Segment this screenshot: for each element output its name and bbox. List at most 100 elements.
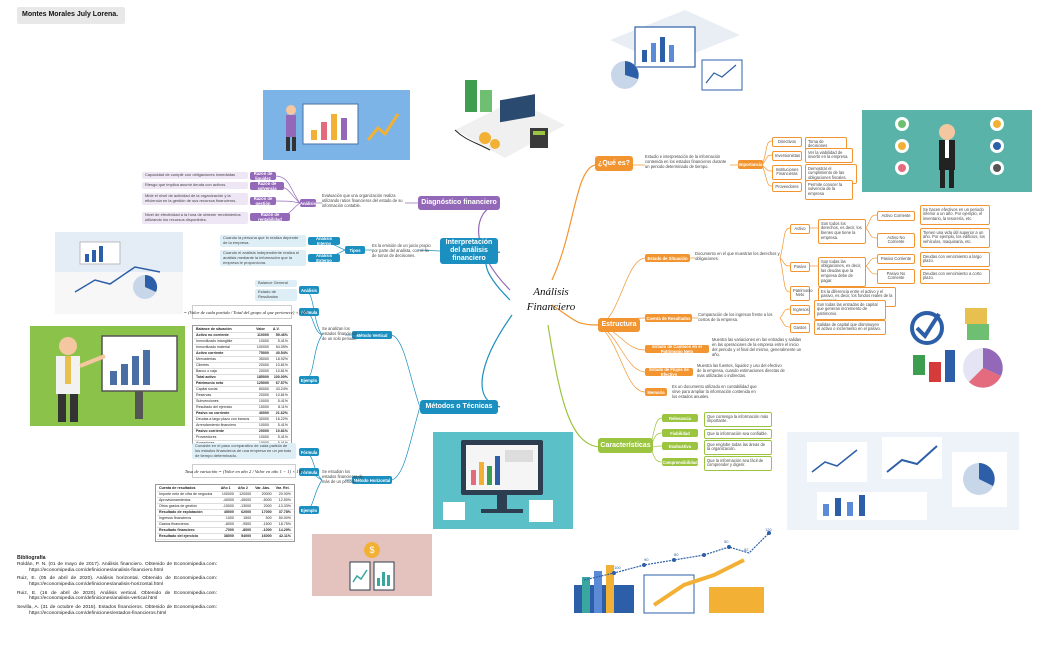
comprensibilidad-tag[interactable]: Comprensibilidad (662, 458, 698, 466)
razon-liquidez-tag[interactable]: Razón de liquidez (250, 171, 276, 181)
table-cell: 54000 (235, 533, 254, 540)
table-cell: Inmovilizado material (194, 344, 255, 351)
razon-gestion-tag[interactable]: Razón de gestión (250, 196, 276, 206)
author-label: Montes Morales July Lorena. (17, 7, 125, 24)
table-cell: Proveedores (194, 434, 255, 441)
razon-liquidez-desc: Capacidad de cumplir con obligaciones in… (142, 172, 248, 179)
metodo-horizontal-tag[interactable]: Método Horizontal (352, 476, 392, 484)
exahustiva-desc: Que englobe todas las áreas de la organi… (704, 440, 772, 455)
razon-gestion-desc: Mide el nivel de actividad de la organiz… (142, 193, 248, 205)
metodo-vertical-desc: Se analizan los estados financieros de u… (322, 326, 358, 341)
fiabilidad-tag[interactable]: Fiabilidad (662, 429, 698, 437)
importancia-tag[interactable]: Importancia (738, 160, 763, 169)
table-cell: 1500 (235, 515, 254, 522)
table-cell: 40000 (254, 410, 271, 417)
flujos-efectivo-tag[interactable]: Estado de Flujos de Efectivo (645, 367, 693, 377)
patrimonio-node[interactable]: Patrimonio Neto (790, 286, 813, 301)
pasivo-desc: Son todas las obligaciones, es decir, la… (818, 257, 866, 287)
table-cell: Capital social (194, 386, 255, 393)
horizontal-ejemplo-tag[interactable]: Ejemplo (299, 506, 319, 514)
bibliography: Bibliografía Roldán, P. N. (01 de mayo d… (17, 555, 217, 619)
razon-solvencia-tag[interactable]: Razón de solvencia (250, 181, 284, 191)
table-cell: -9500 (235, 521, 254, 528)
diagnostico-analisis-tag[interactable]: Análisis (299, 199, 317, 207)
vertical-ejemplo-tag[interactable]: Ejemplo (299, 376, 319, 384)
balance-general-item: Balance General (255, 280, 297, 287)
ingresos-node[interactable]: Ingresos (790, 305, 810, 315)
caracteristicas-node[interactable]: Características (598, 438, 653, 453)
table-cell: Activo no corriente (194, 332, 255, 339)
vertical-formula-tag[interactable]: Fórmula (299, 308, 319, 316)
table-cell: 5.41% (270, 398, 290, 405)
blue-charts-illustration (787, 432, 1019, 530)
estado-situacion-tag[interactable]: Estado de Situación (645, 254, 690, 262)
bibliography-title: Bibliografía (17, 555, 46, 561)
table-header: Var. Rel. (273, 486, 293, 492)
growth-chart-label: 82 (744, 547, 749, 552)
table-cell: 45000 (218, 509, 236, 516)
gastos-node[interactable]: Gastos (790, 323, 810, 333)
activo-corriente-node[interactable]: Activo Corriente (877, 211, 915, 221)
exahustiva-tag[interactable]: Exahustiva (662, 442, 698, 450)
table-cell: 50.00% (273, 515, 293, 522)
growth-chart-label: 100 (614, 565, 621, 570)
table-cell: Banco o caja (194, 368, 255, 375)
memoria-tag[interactable]: Memoria (645, 388, 667, 396)
activo-no-corriente-node[interactable]: Activo No Corriente (877, 233, 915, 248)
table-cell: Resultado del ejercicio (194, 404, 255, 411)
table-cell: 17000 (253, 509, 274, 516)
central-topic[interactable]: Análisis Financiero (508, 285, 594, 315)
actor-directivos[interactable]: Directivos (772, 137, 802, 147)
cambios-patrimonio-tag[interactable]: Estado de Cambios en el Patrimonio Neto (645, 344, 709, 354)
table-cell: Subvenciones (194, 398, 255, 405)
metodo-vertical-tag[interactable]: Método Vertical (352, 331, 392, 339)
pasivo-corriente-node[interactable]: Pasivo Corriente (877, 254, 915, 264)
pasivo-node[interactable]: Pasivo (790, 262, 810, 272)
table-header: Valor (254, 327, 271, 333)
table-header: Año 1 (218, 486, 236, 492)
interpretacion-node[interactable]: Interpretación del análisis financiero (440, 238, 498, 264)
diagnostico-node[interactable]: Diagnóstico financiero (418, 196, 500, 210)
vertical-analisis-tag[interactable]: Análisis (299, 286, 319, 294)
table-header: Año 2 (235, 486, 254, 492)
money-report-illustration: $ (312, 534, 432, 596)
analisis-externo-tag[interactable]: Análisis Externo (308, 253, 340, 263)
pasivo-no-corriente-node[interactable]: Pasivo No Corriente (877, 269, 915, 284)
razon-rentabilidad-desc: Nivel de efectividad a la hora de obtene… (142, 212, 248, 224)
horizontal-formula-desc: Consiste en el paso comparativo de cada … (192, 443, 296, 460)
activo-corriente-desc: Se hacen efectivos en un periodo inferio… (920, 205, 990, 225)
activo-node[interactable]: Activo (790, 224, 810, 234)
relevancia-tag[interactable]: Relevancia (662, 414, 698, 422)
horizontal-formula-tag[interactable]: Fórmula (299, 448, 319, 456)
table-cell: 20000 (254, 362, 271, 369)
tipos-tag[interactable]: Tipos (345, 246, 365, 254)
que-es-node[interactable]: ¿Qué es? (595, 156, 633, 171)
actor-proveedores[interactable]: Proveedores (772, 182, 802, 192)
analisis-interno-tag[interactable]: Análisis Interno (308, 236, 340, 246)
horizontal-formula-label-tag[interactable]: Fórmula (299, 468, 319, 476)
actor-inversionistas[interactable]: Inversionistas (772, 151, 802, 161)
cambios-patrimonio-desc: Muestra las variaciones en las entradas … (712, 337, 802, 357)
table-header: Cuenta de resultados (157, 486, 219, 492)
table-cell: 38000 (218, 533, 236, 540)
cuenta-resultados-tag[interactable]: Cuenta de Resultados (645, 314, 692, 322)
table-cell: Pasivo no corriente (194, 410, 255, 417)
razon-rentabilidad-tag[interactable]: Razón de rentabilidad (250, 212, 290, 222)
table-cell: -7000 (218, 527, 236, 534)
metodos-node[interactable]: Métodos o Técnicas (420, 400, 498, 414)
actor-instituciones[interactable]: Instituciones Financieras (772, 165, 802, 180)
estructura-node[interactable]: Estructura (598, 318, 640, 332)
